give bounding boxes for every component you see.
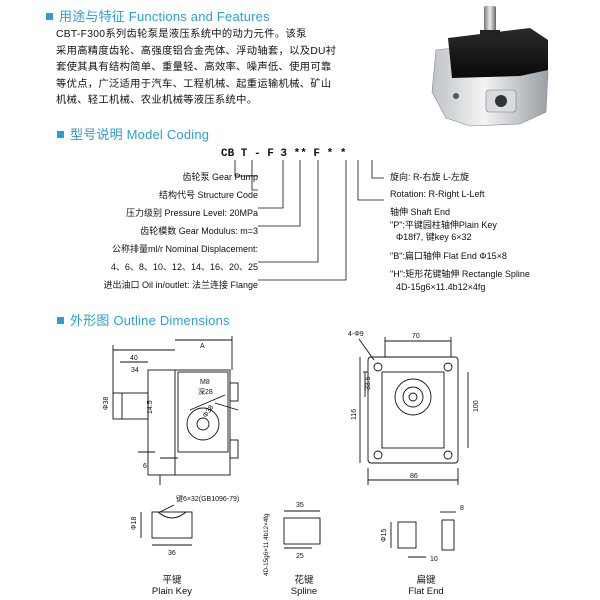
outline-heading: 外形图 Outline Dimensions (57, 310, 230, 329)
pressure-level-label: 压力级别 Pressure Level: 20MPa (125, 208, 258, 218)
dim-d15: Φ15 (381, 529, 388, 542)
gear-modulus-label: 齿轮模数 Gear Modulus: m=3 (140, 226, 258, 236)
model-code: CB T - F 3 ** F * * (221, 148, 347, 160)
features-title: 用途与特征 Functions and Features (59, 9, 270, 24)
plain-key-caption: 平键 Plain Key (144, 572, 200, 597)
dim-35: 35 (296, 502, 304, 509)
dim-70: 70 (412, 333, 420, 340)
dim-d18: Φ18 (131, 517, 138, 530)
flat-end-label: "B":扁口轴伸 Flat End Φ15×8 (390, 250, 507, 261)
plain-key-view (140, 504, 193, 546)
dim-100: 100 (473, 400, 480, 412)
model-left-labels: 齿轮泵 Gear Pump 结构代号 Structure Code 压力级别 P… (58, 168, 258, 294)
spline-en: Spline (290, 586, 318, 597)
shaft-end-label: 轴伸 Shaft End (390, 207, 451, 217)
flat-end-cn: 扁键 (416, 575, 436, 586)
features-line: 等优点，广泛适用于汽车、工程机械、起重运输机械、矿山 (56, 78, 332, 90)
displacement-values: 4、6、8、10、12、14、16、20、25 (110, 262, 258, 272)
dim-10: 10 (430, 556, 438, 563)
dim-14-5: 14.5 (147, 400, 154, 414)
spline-caption: 花键 Spline (276, 572, 332, 597)
model-coding-title: 型号说明 Model Coding (70, 127, 210, 142)
bullet-square-icon (57, 317, 64, 325)
structure-code-label: 结构代号 Structure Code (158, 190, 258, 200)
plain-key-spec: Φ18f7, 键key 6×32 (396, 232, 472, 242)
dim-86: 86 (410, 473, 418, 480)
rotation-cn-label: 旋向: R-右旋 L-左旋 (390, 172, 470, 182)
plain-key-en: Plain Key (151, 586, 193, 597)
plain-key-note: 键6×32(GB1096-79) (176, 494, 239, 503)
front-view (358, 337, 469, 485)
features-line: 套使其具有结构简单、重量轻、高效率、噪声低、使用可靠 (56, 62, 332, 73)
outline-title: 外形图 Outline Dimensions (70, 313, 230, 328)
dim-6: 6 (143, 463, 147, 470)
spline-label: "H":矩形花键轴伸 Rectangle Spline (390, 269, 530, 279)
flat-end-caption: 扁键 Flat End (396, 572, 456, 597)
dim-34: 34 (131, 367, 139, 374)
dim-25: 25 (296, 553, 304, 560)
dim-m8: M8 (200, 379, 210, 386)
flat-end-view (390, 511, 456, 558)
model-coding-heading: 型号说明 Model Coding (57, 124, 209, 143)
gear-pump-label: 齿轮泵 Gear Pump (182, 172, 258, 182)
oil-port-label: 进出油口 Oil in/outlet: 法兰连接 Flange (103, 280, 258, 290)
spline-vertical-label: 4D-15g6×11.4b12×4fg (263, 513, 270, 576)
rotation-en-label: Rotation: R-Right L-Left (390, 188, 485, 199)
dim-A: A (200, 343, 205, 350)
plain-key-cn: 平键 (162, 575, 182, 586)
dim-40: 40 (130, 355, 138, 362)
features-line: 采用高精度齿轮、高强度铝合金壳体、浮动轴套，以及DU衬 (56, 45, 337, 57)
dim-116: 116 (351, 409, 358, 420)
bullet-square-icon (57, 131, 64, 139)
dim-r38: Φ38 (202, 404, 215, 419)
features-line: CBT-F300系列齿轮泵是液压系统中的动力元件。该泵 (56, 29, 307, 40)
dim-36: 36 (168, 550, 176, 557)
bullet-square-icon (46, 13, 53, 21)
features-heading: 用途与特征 Functions and Features (46, 6, 270, 25)
side-view (112, 336, 239, 485)
dim-holes: 4-Φ9 (348, 331, 364, 338)
spline-view (283, 510, 321, 549)
features-paragraph: CBT-F300系列齿轮泵是液压系统中的动力元件。该泵 采用高精度齿轮、高强度铝… (56, 27, 386, 110)
dim-33-5: 33.5 (365, 376, 372, 390)
displacement-label: 公称排量ml/r Nominal Displacement: (111, 244, 258, 254)
features-line: 机械、轻工机械、农业机械等液压系统中。 (56, 95, 258, 106)
spline-cn: 花键 (294, 575, 314, 586)
model-right-labels: 旋向: R-右旋 L-左旋 Rotation: R-Right L-Left 轴… (390, 171, 530, 293)
plain-key-label: "P":平键园柱轴伸Plain Key (390, 219, 497, 230)
dim-8: 8 (460, 505, 464, 512)
spline-spec: 4D-15g6×11.4b12×4fg (396, 281, 486, 292)
dim-dia38: Φ38 (103, 397, 110, 410)
flat-end-en: Flat End (408, 586, 444, 597)
dim-deep: 深28 (198, 387, 213, 396)
